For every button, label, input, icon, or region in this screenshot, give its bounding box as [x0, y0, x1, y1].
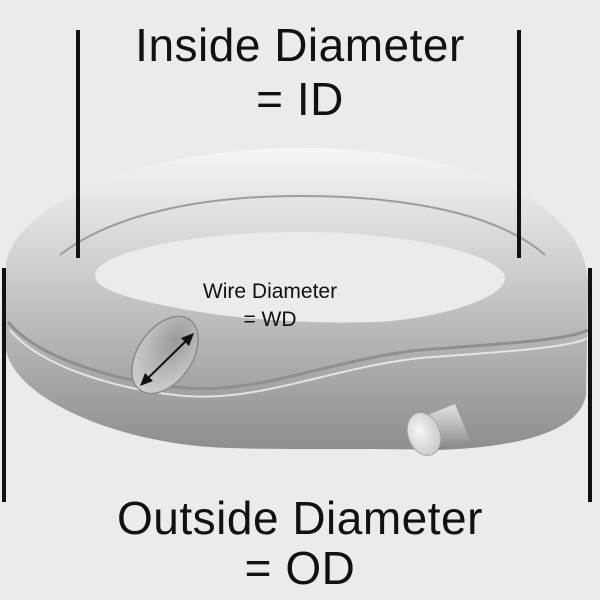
wire-end-cap: [406, 412, 442, 456]
wire-diameter-abbr: = WD: [243, 308, 297, 331]
coil-groove: [6, 321, 589, 391]
arrowhead-top: [181, 333, 194, 346]
arrowhead-bottom: [140, 373, 153, 386]
inside-diameter-abbr: = ID: [256, 73, 344, 125]
wire-diameter-label: Wire Diameter: [202, 280, 338, 303]
outside-diameter-label: Outside Diameter: [117, 492, 483, 544]
wire-cross-section: [131, 315, 199, 395]
wire-diameter-arrow: [143, 336, 191, 383]
outside-diameter-abbr: = OD: [244, 542, 356, 594]
coil-groove-highlight: [9, 329, 589, 398]
inner-seam: [59, 194, 546, 256]
inside-diameter-label: Inside Diameter: [135, 19, 465, 71]
